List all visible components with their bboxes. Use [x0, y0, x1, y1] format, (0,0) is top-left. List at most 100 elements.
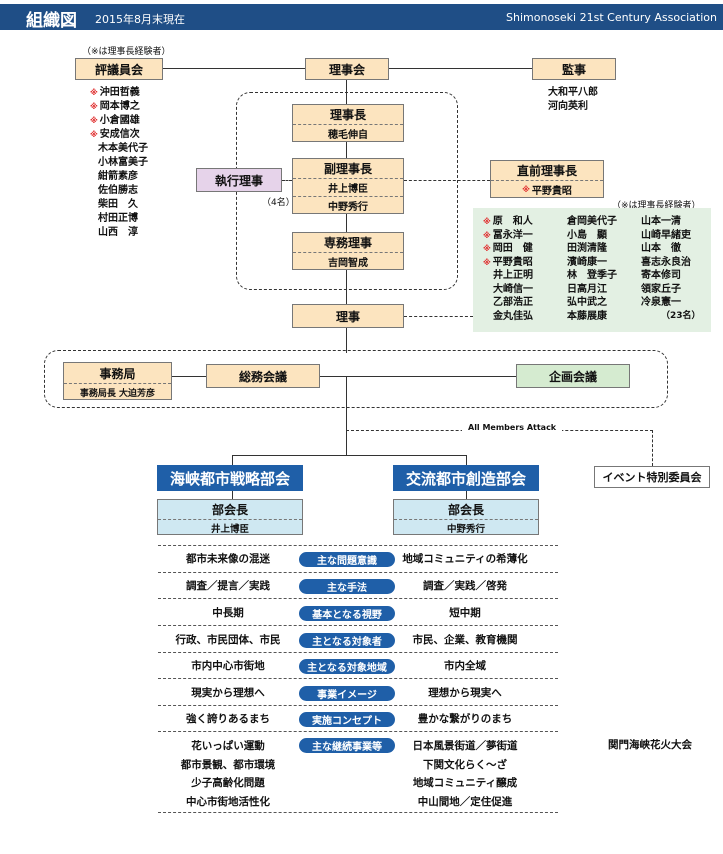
- row-divider: [158, 731, 558, 732]
- cmp-left-6: 強く誇りあるまち: [186, 713, 270, 725]
- row-divider: [158, 705, 558, 706]
- list-item: 弘中武之: [567, 297, 607, 308]
- bukaicho-name-2: 中野秀行: [394, 519, 538, 535]
- list-item: ※安成信次: [90, 129, 140, 140]
- trunk-line: [346, 78, 347, 353]
- senmu-box: 専務理事 吉岡智成: [292, 232, 404, 270]
- list-item: 山本一清: [641, 216, 681, 227]
- rijicho-title: 理事長: [329, 108, 366, 122]
- list-item: 林 登季子: [567, 270, 617, 281]
- row-divider: [158, 598, 558, 599]
- riji-member-col3: 山本一清 山崎早緒吏 山本 徹 喜志永良治 寄本修司 領家丘子 冷泉憲一 （23…: [641, 215, 701, 323]
- row-divider: [158, 652, 558, 653]
- list-item: 花いっぱい運動: [191, 740, 265, 752]
- cmp-left-3: 行政、市民団体、市民: [175, 634, 281, 646]
- bukai1-stem: [232, 491, 233, 499]
- shikko-box: 執行理事: [196, 168, 282, 192]
- cmp-right-3: 市民、企業、教育機関: [412, 634, 518, 646]
- projects-right: 日本風景街道／夢街道 下関文化らく〜ざ 地域コミュニティ醸成 中山間地／定住促進: [395, 737, 535, 811]
- cmp-label-2: 基本となる視野: [299, 606, 395, 621]
- bukaicho-box-1: 部会長 井上博臣: [157, 499, 303, 535]
- rijicho-name: 穂毛伸自: [293, 124, 403, 142]
- list-item: 大和平八郎: [548, 87, 598, 98]
- riji-member-col2: 倉岡美代子 小島 顯 田渕清隆 濱崎康一 林 登季子 日高月江 弘中武之 本藤展…: [567, 215, 617, 323]
- list-item: 山西 淳: [98, 227, 138, 238]
- row-divider: [158, 812, 558, 813]
- all-members-label: All Members Attack: [462, 423, 563, 432]
- cmp-left-2: 中長期: [212, 607, 244, 619]
- bukai-head-2: 交流都市創造部会: [393, 465, 539, 491]
- cmp-right-2: 短中期: [449, 607, 481, 619]
- cmp-left-0: 都市未来像の混迷: [186, 553, 270, 565]
- list-item: 濱崎康一: [567, 256, 607, 268]
- header-bar: 組織図 2015年8月末現在 Shimonoseki 21st Century …: [0, 4, 723, 31]
- row-divider: [158, 678, 558, 679]
- riji-box: 理事: [292, 304, 404, 328]
- somu-box: 総務会議: [206, 364, 320, 388]
- list-item: 中山間地／定住促進: [417, 795, 513, 808]
- event-connector: [652, 430, 653, 466]
- list-item: 喜志永良治: [641, 256, 691, 268]
- senmu-name: 吉岡智成: [293, 252, 403, 270]
- list-item: 山崎早緒吏: [641, 229, 691, 241]
- zenrijicho-title: 直前理事長: [516, 164, 577, 178]
- list-item: 紺箭素彦: [98, 171, 138, 182]
- jimukyoku-title: 事務局: [99, 366, 136, 381]
- list-item: 都市景観、都市環境: [180, 758, 276, 771]
- cmp-label-4: 主となる対象地域: [299, 659, 395, 674]
- projects-label: 主な継続事業等: [299, 738, 395, 753]
- as-of-date: 2015年8月末現在: [95, 13, 185, 26]
- shikko-connector: [282, 180, 292, 181]
- zenrijicho-box: 直前理事長 ※平野貴昭: [490, 160, 604, 198]
- cmp-label-3: 主となる対象者: [299, 633, 395, 648]
- list-item: 地域コミュニティ醸成: [412, 777, 518, 789]
- list-item: 寄本修司: [641, 270, 681, 281]
- fukurijicho-box: 副理事長 井上博臣 中野秀行: [292, 158, 404, 214]
- hyogi-note: （※は理事長経験者）: [82, 47, 171, 57]
- list-item: 乙部浩正: [493, 297, 533, 308]
- cmp-left-4: 市内中心市街地: [191, 660, 265, 672]
- jimukyoku-head: 事務局長 大迫芳彦: [64, 383, 171, 400]
- jimukyoku-box: 事務局 事務局長 大迫芳彦: [63, 362, 172, 400]
- bukai-left-drop: [232, 455, 233, 465]
- list-item: 木本美代子: [98, 143, 148, 154]
- trunk-lower: [346, 376, 347, 456]
- fukurijicho-name-1: 井上博臣: [293, 178, 403, 196]
- hyogiinkai-box: 評議員会: [75, 58, 163, 80]
- cmp-right-4: 市内全域: [444, 660, 486, 672]
- list-item: 日本風景街道／夢街道: [412, 740, 518, 752]
- list-item: 少子高齢化問題: [191, 777, 265, 789]
- page-title: 組織図: [26, 11, 77, 31]
- projects-extra: 関門海峡花火大会: [608, 739, 692, 751]
- list-item: 小林富美子: [98, 157, 148, 168]
- list-item: 小島 顯: [567, 229, 607, 241]
- list-item: 井上正明: [493, 270, 533, 281]
- cmp-left-5: 現実から理想へ: [191, 687, 265, 699]
- list-item: 中心市街地活性化: [186, 795, 270, 808]
- row-divider: [158, 545, 558, 546]
- rijicho-box: 理事長 穂毛伸自: [292, 104, 404, 142]
- projects-left: 花いっぱい運動 都市景観、都市環境 少子高齢化問題 中心市街地活性化: [158, 737, 298, 811]
- cmp-label-1: 主な手法: [299, 579, 395, 594]
- list-item: 村田正博: [98, 213, 138, 224]
- cmp-left-1: 調査／提言／実践: [186, 580, 270, 592]
- kanji-member-list: 大和平八郎 河向英利: [548, 86, 598, 114]
- bukaicho-title-2: 部会長: [447, 503, 484, 517]
- rijikai-box: 理事会: [305, 58, 389, 80]
- riji-member-panel: [473, 208, 711, 332]
- bukaicho-title-1: 部会長: [211, 503, 248, 517]
- list-item: 柴田 久: [98, 199, 138, 210]
- bukai-head-1: 海峡都市戦略部会: [157, 465, 303, 491]
- fukurijicho-name-2: 中野秀行: [293, 196, 403, 214]
- kikaku-box: 企画会議: [516, 364, 630, 388]
- bukai-right-drop: [466, 455, 467, 465]
- list-item: ※岡本博之: [90, 101, 140, 112]
- senmu-title: 専務理事: [323, 236, 372, 250]
- zen-connector: [404, 180, 490, 181]
- list-item: ※原 和人: [483, 216, 533, 227]
- list-item: 冷泉憲一: [641, 297, 681, 308]
- list-item: 日高月江: [567, 283, 607, 295]
- bukai-connector: [232, 455, 467, 456]
- list-item: ※小倉國雄: [90, 115, 140, 126]
- riji-connector: [404, 316, 473, 317]
